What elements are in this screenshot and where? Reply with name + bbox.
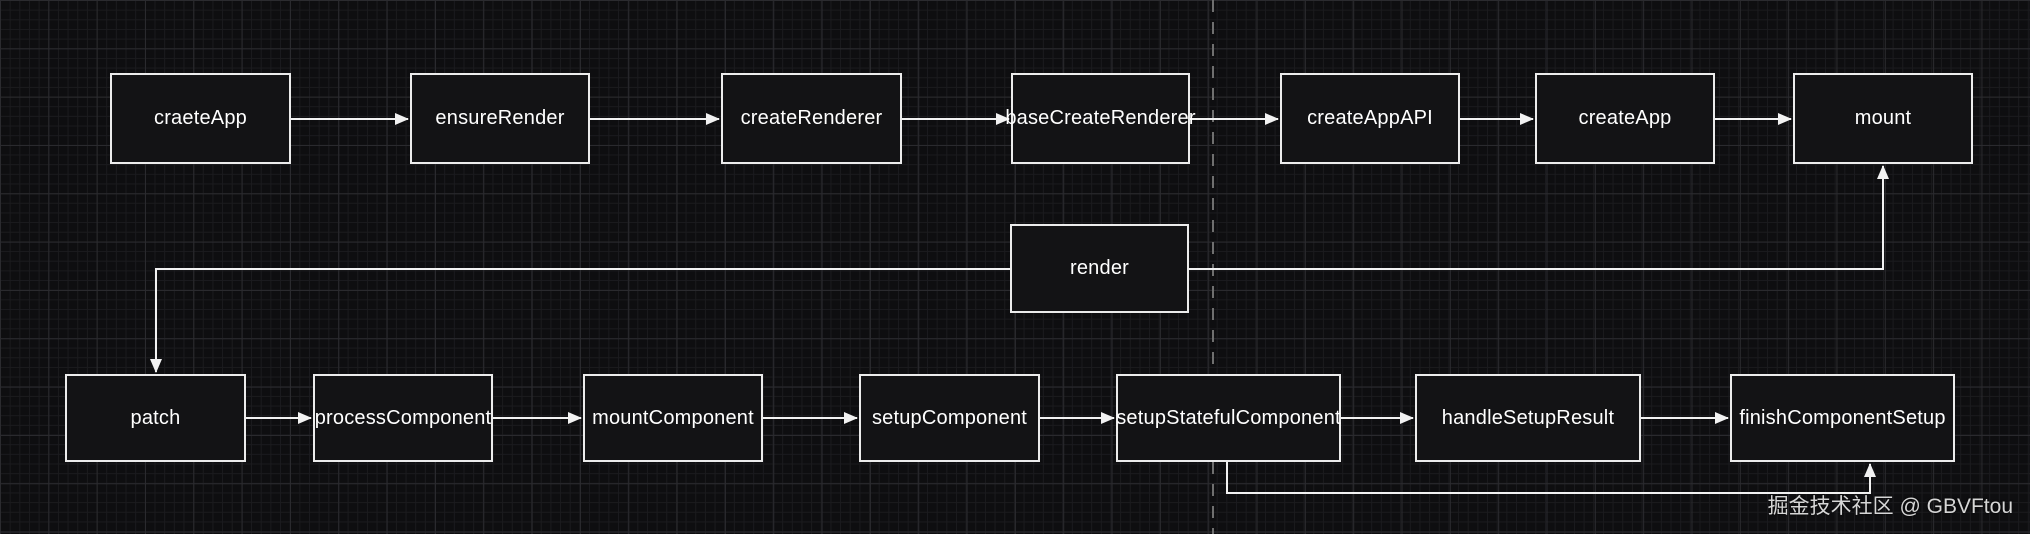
node-mount: mount bbox=[1793, 73, 1973, 164]
node-mount-component: mountComponent bbox=[583, 374, 763, 462]
node-create-renderer: createRenderer bbox=[721, 73, 902, 164]
node-process-component: processComponent bbox=[313, 374, 493, 462]
node-base-create-renderer: baseCreateRenderer bbox=[1005, 73, 1196, 164]
edge-setupStatefulComponent-finishComponentSetup bbox=[1226, 462, 1876, 494]
node-create-app-api: createAppAPI bbox=[1280, 73, 1460, 164]
edge-render-patch bbox=[150, 268, 1010, 373]
node-create-app: createApp bbox=[1535, 73, 1715, 164]
node-finish-component-setup: finishComponentSetup bbox=[1730, 374, 1955, 462]
node-setup-component: setupComponent bbox=[859, 374, 1040, 462]
edge-render-mount bbox=[1189, 165, 1889, 270]
node-setup-stateful-component: setupStatefulComponent bbox=[1116, 374, 1341, 462]
node-craete-app: craeteApp bbox=[110, 73, 291, 164]
watermark: 掘金技术社区 @ GBVFtou bbox=[1767, 495, 2013, 518]
node-ensure-render: ensureRender bbox=[410, 73, 590, 164]
node-handle-setup-result: handleSetupResult bbox=[1415, 374, 1641, 462]
node-patch: patch bbox=[65, 374, 246, 462]
node-render: render bbox=[1010, 224, 1189, 313]
